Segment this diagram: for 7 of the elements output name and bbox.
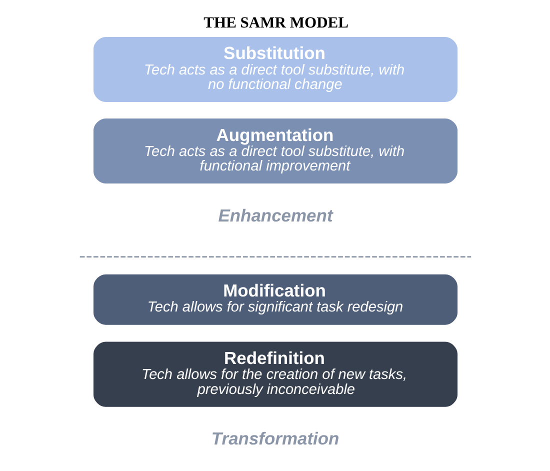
node-box: Augmentation Tech acts as a direct tool substitute, with functional improvement <box>92 118 458 184</box>
label: Transformation <box>210 428 339 449</box>
diagram-title: THE SAMR MODEL <box>203 14 348 32</box>
node-box: Substitution Tech acts as a direct tool substitute, with no functional change <box>92 36 458 102</box>
node-box: Redefinition Tech allows for the creation of new tasks, previously inconceivable <box>92 342 458 407</box>
node-box: Modification Tech allows for significant task redesign <box>92 274 458 325</box>
label: Enhancement <box>218 205 332 226</box>
